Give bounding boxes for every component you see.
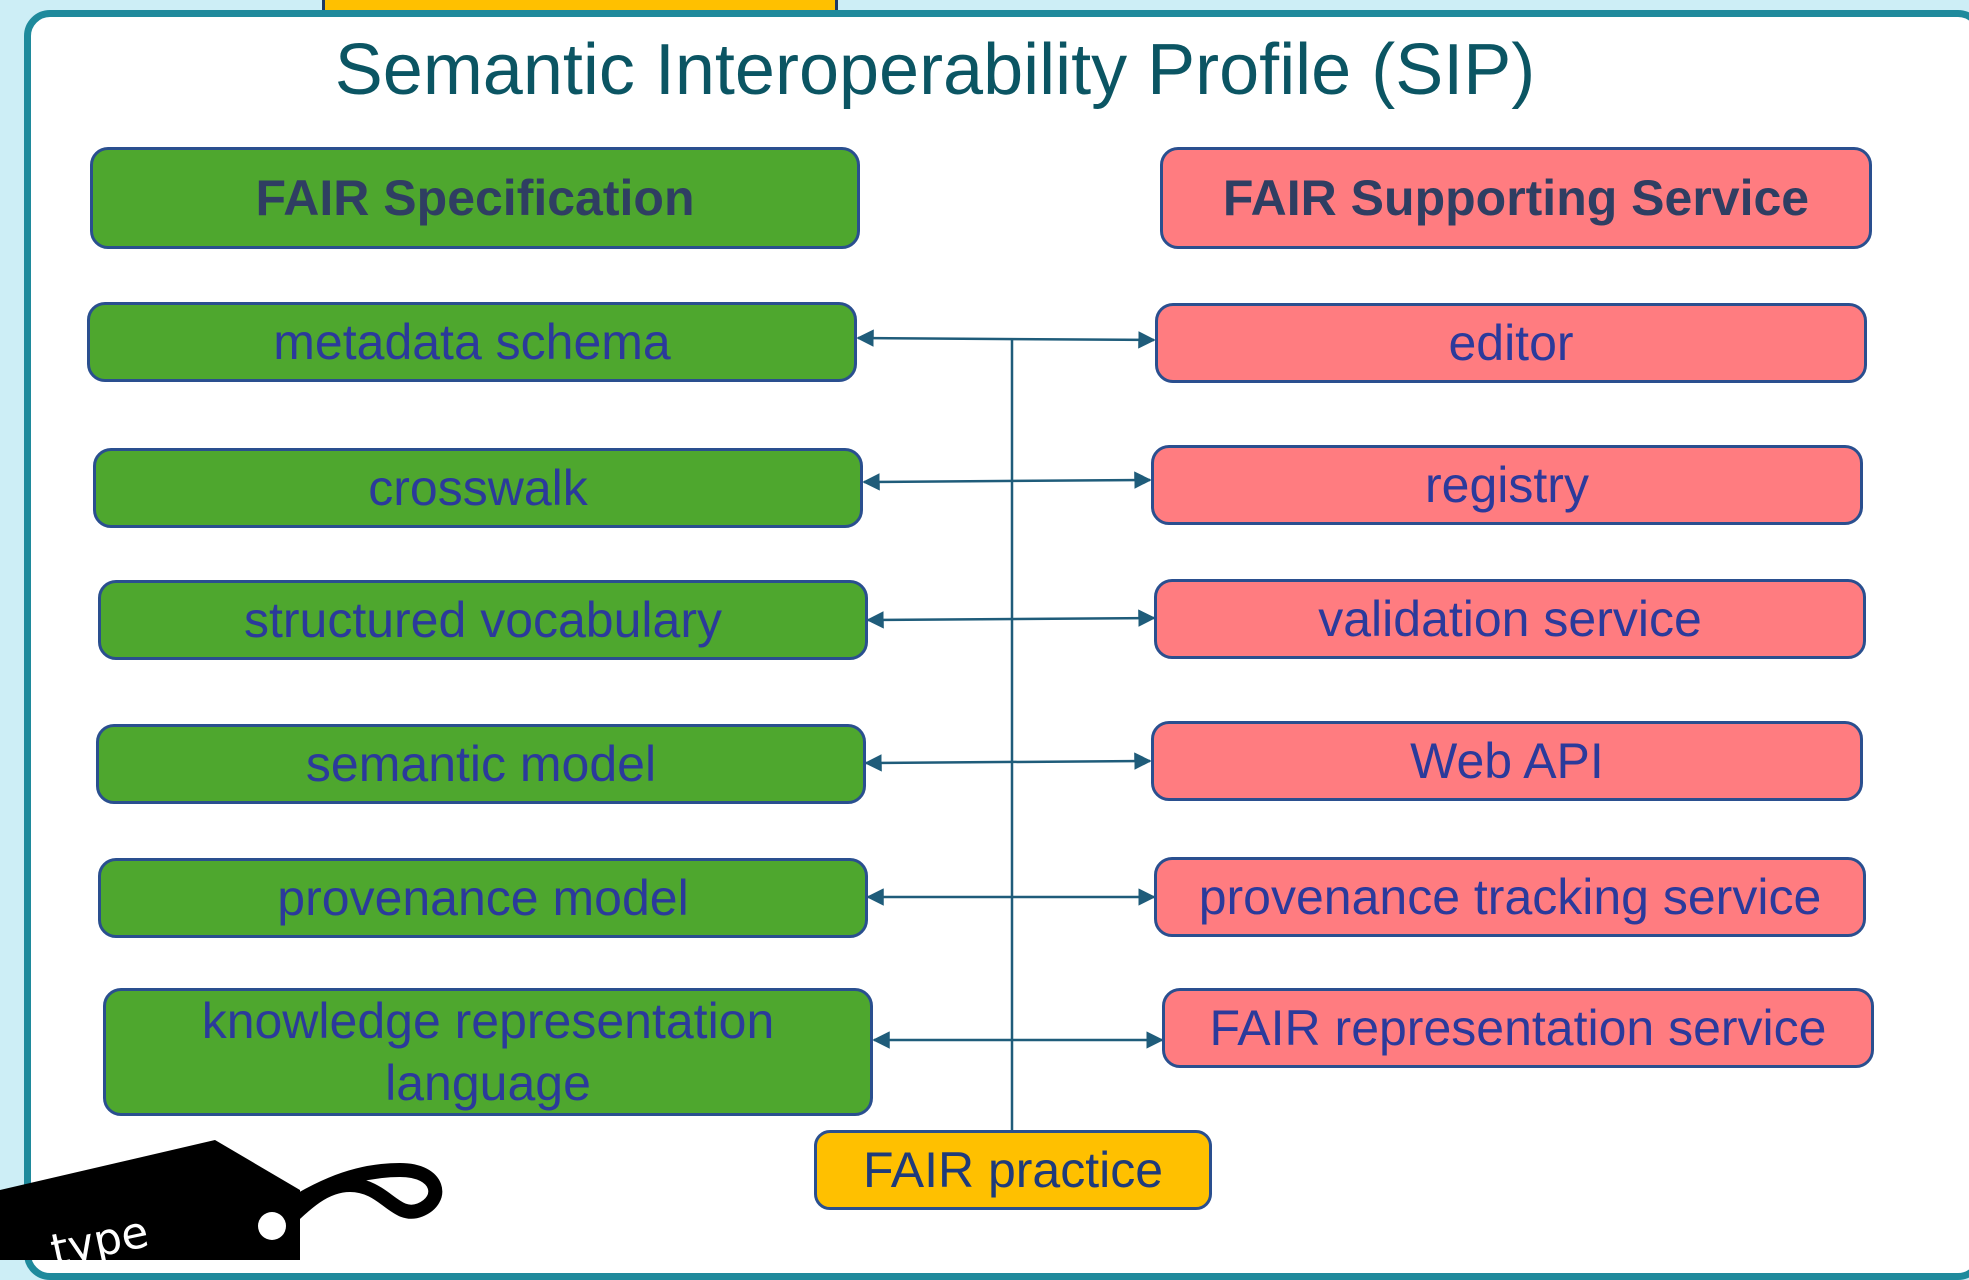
link-crosswalk-registry (862, 471, 1152, 491)
service-item-editor: editor (1155, 303, 1867, 383)
link-vocabulary-validation (866, 609, 1156, 629)
link-semantic-webapi (864, 752, 1152, 772)
link-metadata-editor (856, 329, 1156, 349)
fair-supporting-service-header: FAIR Supporting Service (1160, 147, 1872, 249)
service-item-validation-service: validation service (1154, 579, 1866, 659)
spec-item-provenance-model: provenance model (98, 858, 868, 938)
fair-practice-box: FAIR practice (814, 1130, 1212, 1210)
spec-item-metadata-schema: metadata schema (87, 302, 857, 382)
spec-item-semantic-model: semantic model (96, 724, 866, 804)
spec-item-structured-vocabulary: structured vocabulary (98, 580, 868, 660)
spec-item-knowledge-representation-language: knowledge representation language (103, 988, 873, 1116)
type-tag-icon: type (0, 1140, 443, 1260)
spec-item-crosswalk: crosswalk (93, 448, 863, 528)
service-item-provenance-tracking-service: provenance tracking service (1154, 857, 1866, 937)
diagram-title: Semantic Interoperability Profile (SIP) (334, 30, 1536, 110)
service-item-registry: registry (1151, 445, 1863, 525)
service-item-fair-representation-service: FAIR representation service (1162, 988, 1874, 1068)
fair-specification-header: FAIR Specification (90, 147, 860, 249)
service-item-web-api: Web API (1151, 721, 1863, 801)
